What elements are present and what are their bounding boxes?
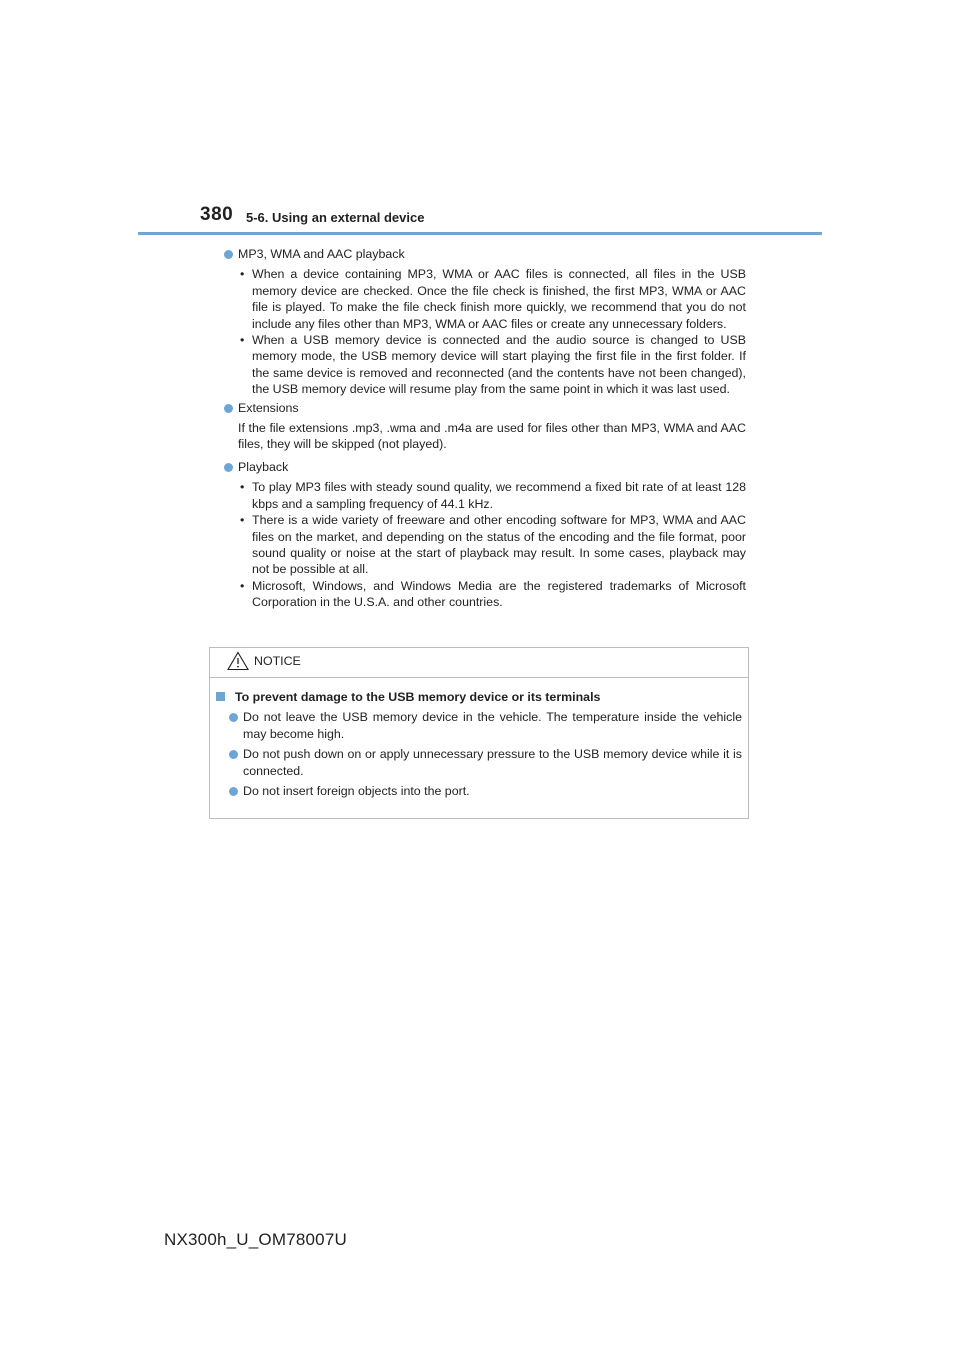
dot-bullet-icon: • (240, 333, 245, 348)
notice-item: Do not leave the USB memory device in th… (210, 709, 748, 742)
list-item: • There is a wide variety of freeware an… (224, 512, 746, 578)
square-bullet-icon (216, 692, 225, 701)
document-code: NX300h_U_OM78007U (164, 1230, 347, 1249)
section-heading: MP3, WMA and AAC playback (224, 246, 746, 262)
notice-item: Do not insert foreign objects into the p… (210, 783, 748, 799)
dot-bullet-icon: • (240, 578, 245, 593)
warning-triangle-icon (227, 651, 249, 671)
list-item: • Microsoft, Windows, and Windows Media … (224, 578, 746, 611)
circle-bullet-icon (224, 403, 233, 413)
notice-body: To prevent damage to the USB memory devi… (210, 689, 748, 799)
section-heading: Extensions (224, 400, 746, 416)
notice-box: NOTICE To prevent damage to the USB memo… (209, 647, 749, 819)
notice-item-text: Do not leave the USB memory device in th… (243, 710, 742, 741)
section-title: 5-6. Using an external device (246, 210, 425, 225)
main-content: MP3, WMA and AAC playback • When a devic… (224, 244, 746, 611)
list-item: • To play MP3 files with steady sound qu… (224, 479, 746, 512)
header-rule (138, 232, 822, 235)
paragraph: If the file extensions .mp3, .wma and .m… (238, 421, 746, 452)
list-item-text: When a USB memory device is connected an… (252, 333, 746, 397)
circle-bullet-icon (229, 787, 238, 797)
page-number: 380 (200, 204, 234, 225)
circle-bullet-icon (224, 250, 233, 259)
notice-item-text: Do not insert foreign objects into the p… (243, 784, 470, 799)
notice-item: Do not push down on or apply unnecessary… (210, 746, 748, 779)
list-item: • When a device containing MP3, WMA or A… (224, 266, 746, 332)
page-header: 380 5-6. Using an external device (200, 204, 822, 230)
circle-bullet-icon (229, 713, 238, 723)
circle-bullet-icon (229, 750, 238, 760)
notice-header: NOTICE (210, 648, 748, 678)
list-item-text: Microsoft, Windows, and Windows Media ar… (252, 578, 746, 610)
list-item: • When a USB memory device is connected … (224, 332, 746, 398)
list-item-text: There is a wide variety of freeware and … (252, 513, 746, 577)
section-heading-text: MP3, WMA and AAC playback (238, 247, 405, 261)
section-heading-text: Playback (238, 459, 289, 474)
notice-heading-text: To prevent damage to the USB memory devi… (235, 690, 601, 704)
dot-bullet-icon: • (240, 513, 245, 528)
notice-heading: To prevent damage to the USB memory devi… (216, 689, 748, 705)
list-item-text: To play MP3 files with steady sound qual… (252, 480, 746, 511)
notice-item-text: Do not push down on or apply unnecessary… (243, 747, 742, 778)
dot-bullet-icon: • (240, 480, 245, 495)
dot-bullet-icon: • (240, 267, 245, 282)
notice-title: NOTICE (254, 654, 301, 668)
section-heading-text: Extensions (238, 400, 299, 415)
section-heading: Playback (224, 459, 746, 475)
circle-bullet-icon (224, 462, 233, 472)
list-item-text: When a device containing MP3, WMA or AAC… (252, 267, 746, 331)
